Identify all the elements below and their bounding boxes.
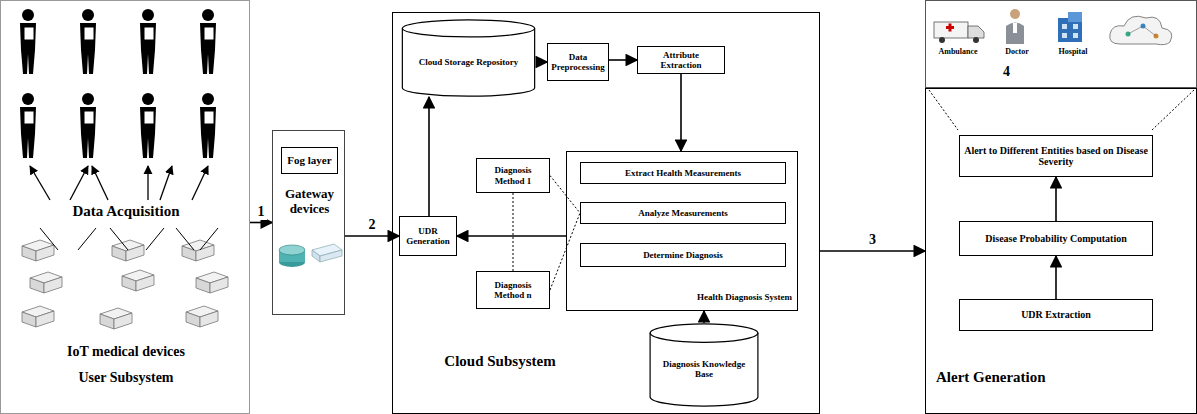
flow-arrow	[536, 61, 547, 63]
medical-device-icon	[30, 272, 62, 293]
dotted-bracket	[1152, 90, 1194, 130]
process-box: Extract Health Measurements	[580, 162, 786, 184]
fog-layer-box: Fog layer	[281, 147, 338, 174]
system-box: Health Diagnosis System Extract Health Me…	[566, 151, 798, 311]
node-text: Alert to Different Entities based on Dis…	[964, 145, 1148, 168]
medical-device-icon	[100, 308, 132, 329]
person-icon	[200, 9, 216, 74]
storage-cylinder: Cloud Storage Repository	[401, 19, 536, 97]
node-text: Data Preprocessing	[551, 52, 605, 73]
acquisition-arrow	[70, 166, 88, 200]
dotted-bracket	[929, 90, 958, 130]
dotted-link	[513, 193, 514, 271]
node-text: Attribute Extraction	[642, 50, 720, 71]
subsystem-panel: Cloud SubsystemCloud Storage RepositoryD…	[392, 12, 820, 414]
node-text: Disease Probability Computation	[985, 233, 1127, 245]
acquisition-arrow	[147, 166, 148, 200]
flow-arrow	[820, 250, 925, 252]
node-text: Cloud Storage Repository	[419, 57, 519, 67]
acquisition-arrow	[192, 166, 208, 200]
flow-arrow	[428, 97, 430, 216]
acquisition-arrow	[30, 166, 50, 200]
network-cloud-icon	[1110, 16, 1172, 44]
dotted-link	[550, 213, 580, 290]
person-icon	[140, 9, 156, 74]
dotted-link	[550, 176, 580, 214]
method-box: Diagnosis Method n	[476, 271, 550, 309]
process-box: UDR Extraction	[959, 299, 1153, 331]
device-link-line	[146, 228, 164, 250]
gateway-panel: Gateway devices Fog layer	[272, 130, 345, 315]
flow-arrow	[457, 235, 566, 237]
ambulance-icon	[934, 22, 984, 43]
node-text: Diagnosis Method 1	[481, 165, 545, 186]
step-number: 1	[256, 204, 267, 220]
subsystem-panel: Data AcquisitionIoT medical devicesUser …	[0, 0, 250, 414]
hospital-icon	[1058, 12, 1082, 42]
node-text: IoT medical devices	[7, 344, 245, 360]
subsystem-panel: Alert Generation Alert to Different Entit…	[925, 88, 1197, 414]
process-box: Disease Probability Computation	[959, 221, 1153, 256]
process-box: Data Preprocessing	[547, 43, 609, 81]
device-link-line	[200, 228, 218, 250]
medical-device-icon	[112, 240, 144, 261]
medical-device-icon	[186, 306, 218, 327]
node-text: UDR Extraction	[1021, 309, 1091, 321]
device-link-line	[78, 228, 96, 250]
node-text: UDR Generation	[404, 226, 452, 247]
process-box: Alert to Different Entities based on Dis…	[959, 135, 1153, 177]
entities-panel: Ambulance Doctor Hospital	[925, 0, 1197, 88]
doctor-icon	[1006, 9, 1024, 44]
flow-arrow	[345, 235, 399, 237]
router-icon	[279, 245, 305, 267]
node-text: Fog layer	[287, 154, 331, 167]
step-number: 3	[867, 232, 878, 248]
node-text: Ambulance	[928, 47, 988, 56]
medical-device-icon	[196, 272, 228, 293]
node-text: Extract Health Measurements	[625, 168, 741, 178]
device-link-line	[176, 228, 194, 250]
person-icon	[20, 9, 36, 74]
flow-arrow	[1055, 256, 1057, 299]
node-text: Analyze Measurements	[638, 208, 728, 218]
flow-arrow	[1055, 177, 1057, 221]
person-icon	[20, 93, 36, 158]
node-text: Health Diagnosis System	[642, 292, 792, 302]
acquisition-arrow	[92, 166, 108, 200]
medical-device-icon	[122, 270, 154, 291]
flow-arrow	[609, 59, 637, 61]
process-box: Analyze Measurements	[580, 202, 786, 224]
device-link-line	[110, 228, 128, 250]
medical-device-icon	[182, 240, 214, 261]
node-text: Cloud Subsystem	[415, 353, 585, 370]
process-box: UDR Generation	[399, 216, 457, 256]
node-text: Determine Diagnosis	[643, 250, 723, 260]
person-icon	[140, 93, 156, 158]
person-icon	[80, 93, 96, 158]
medical-device-icon	[22, 240, 54, 261]
device-link-line	[40, 228, 58, 250]
flow-arrow	[680, 74, 682, 151]
knowledge-base-cylinder: Diagnosis Knowledge Base	[649, 323, 759, 407]
person-icon	[80, 9, 96, 74]
step-number: 2	[367, 217, 378, 233]
callout-number: 4	[1003, 64, 1010, 80]
medical-device-icon	[22, 306, 54, 327]
method-box: Diagnosis Method 1	[476, 158, 550, 193]
person-icon	[200, 93, 216, 158]
node-text: Hospital	[1045, 47, 1101, 56]
node-text: Doctor	[996, 47, 1038, 56]
flow-arrow	[703, 311, 705, 323]
node-text: Alert Generation	[936, 369, 1066, 386]
process-box: Attribute Extraction	[637, 46, 725, 74]
node-text: Gateway devices	[277, 187, 342, 217]
process-box: Determine Diagnosis	[580, 243, 786, 267]
node-text: Diagnosis Knowledge Base	[657, 359, 751, 380]
node-text: User Subsystem	[7, 370, 245, 386]
node-text: Data Acquisition	[31, 203, 221, 220]
node-text: Diagnosis Method n	[481, 280, 545, 301]
flow-arrow	[250, 222, 272, 224]
acquisition-arrow	[160, 166, 172, 200]
switch-icon	[312, 244, 342, 262]
